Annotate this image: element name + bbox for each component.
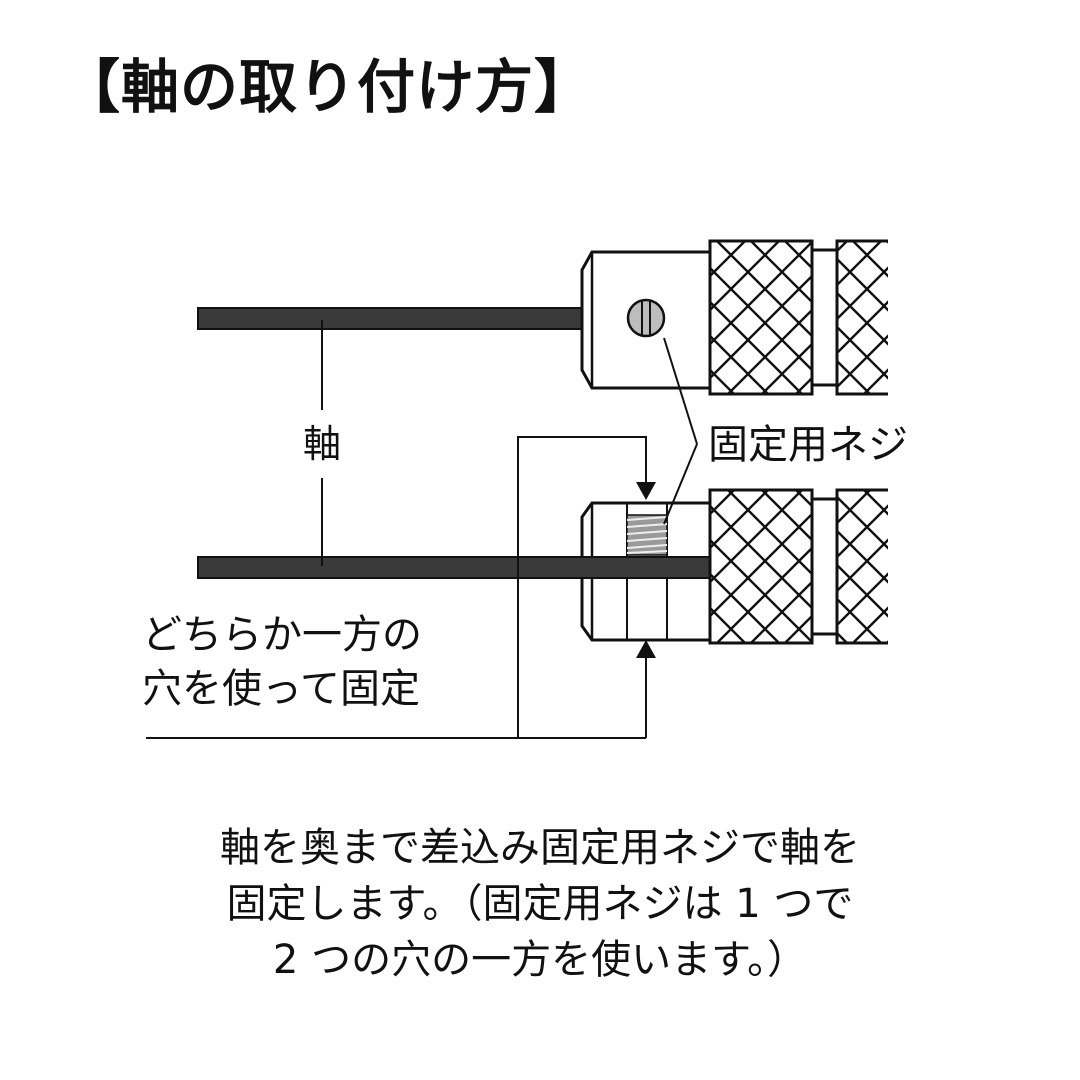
arrow-down-icon <box>636 482 656 500</box>
knurled-grip-bottom-2 <box>835 488 888 645</box>
bottom-assembly <box>197 488 888 645</box>
grip-neck-top <box>810 248 839 387</box>
label-shaft: 軸 <box>303 422 341 466</box>
caption-line-2: 固定します。（固定用ネジは 1 つで <box>226 881 854 927</box>
screw-thread <box>626 514 668 556</box>
label-either-hole-line2: 穴を使って固定 <box>142 666 420 712</box>
set-screw-head <box>626 298 666 338</box>
knurled-grip-top-1 <box>708 239 814 396</box>
knurled-grip-top-2 <box>835 239 888 396</box>
label-set-screw: 固定用ネジ <box>708 422 908 468</box>
arrow-up-icon <box>636 640 656 658</box>
knurled-grip-bottom-1 <box>708 488 814 645</box>
caption-line-1: 軸を奥まで差込み固定用ネジで軸を <box>220 825 860 871</box>
page-title: 【軸の取り付け方】 <box>62 53 594 121</box>
leader-lines <box>146 320 698 739</box>
label-either-hole-line1: どちらか一方の <box>142 612 422 658</box>
caption: 軸を奥まで差込み固定用ネジで軸を 固定します。（固定用ネジは 1 つで 2 つの… <box>0 820 1080 988</box>
grip-neck-bottom <box>810 497 839 636</box>
shaft-top <box>197 307 583 330</box>
top-assembly <box>197 239 888 396</box>
shaft-bottom <box>197 556 711 579</box>
caption-line-3: 2 つの穴の一方を使います。） <box>272 937 808 983</box>
